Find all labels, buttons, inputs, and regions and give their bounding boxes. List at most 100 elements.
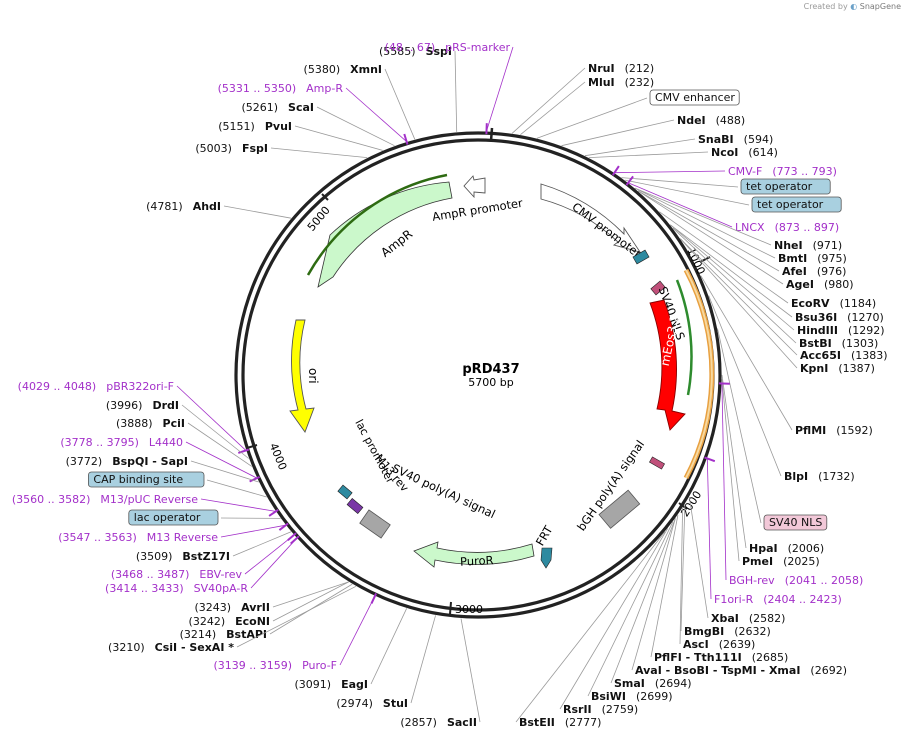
feature-box-label: tet operator (757, 198, 824, 211)
left-label-avrii-20[interactable]: (3243)AvrII (195, 581, 349, 614)
right-label-bsiwi-33[interactable]: BsiWI(2699) (587, 521, 674, 703)
site-label: (3091)EagI (295, 678, 368, 691)
right-label-pflmi-20[interactable]: PflMI(1592) (700, 275, 873, 437)
right-label-hpai-23[interactable]: HpaI(2006) (721, 374, 824, 555)
right-label-rsrii-34[interactable]: RsrII(2759) (559, 528, 668, 716)
left-label-bstapi-22[interactable]: (3214)BstAPI (180, 583, 353, 641)
feature-bgh-marker[interactable] (649, 456, 665, 470)
feature-lac-operator-marker[interactable] (337, 484, 353, 500)
leader-line (236, 585, 357, 648)
left-label-ebv-rev-18[interactable]: (3468 .. 3487)EBV-rev (111, 532, 297, 581)
left-label-eagi-25[interactable]: (3091)EagI (295, 608, 408, 691)
left-label-scai-4[interactable]: (5261)ScaI (241, 101, 395, 147)
left-label-prs-marker-1[interactable]: (48 .. 67)pRS-marker (385, 41, 514, 135)
right-label-bmti-11[interactable]: BmtI(975) (634, 187, 847, 265)
right-label-kpni-19[interactable]: KpnI(1387) (680, 238, 875, 375)
leader-line (721, 379, 740, 562)
right-label-f1ori-r-26[interactable]: F1ori-R(2404 .. 2423) (704, 456, 842, 606)
right-label-bmgbi-28[interactable]: BmgBI(2632) (680, 504, 771, 638)
site-label: (4781)AhdI (146, 200, 221, 213)
feature-frt-arrow[interactable] (540, 547, 553, 569)
leader-line (223, 205, 292, 219)
feature-ori-arrow[interactable] (289, 319, 315, 433)
left-label-amp-r-3[interactable]: (5331 .. 5350)Amp-R (218, 82, 409, 145)
feature-sv40-nls-box[interactable] (650, 280, 666, 296)
feature-ampr-inner-line (306, 173, 448, 276)
feature-cmv-promoter-label: CMV promoter (569, 200, 644, 261)
left-label-sv40pa-r-19[interactable]: (3414 .. 3433)SV40pA-R (105, 535, 300, 595)
leader-line (520, 81, 586, 136)
right-label-tet-operator-7[interactable]: tet operator (621, 177, 831, 195)
leader-line (486, 46, 514, 132)
snapgene-logo-icon: ◐ (850, 2, 858, 11)
right-label-smai-32[interactable]: SmaI(2694) (610, 518, 691, 690)
right-label-nhei-10[interactable]: NheI(971) (634, 187, 842, 252)
left-label-bstz17i-17[interactable]: (3509)BstZ17I (136, 531, 292, 563)
right-label-snabi-4[interactable]: SnaBI(594) (584, 133, 773, 157)
left-label-puro-f-24[interactable]: (3139 .. 3159)Puro-F (214, 592, 378, 672)
leader-line (220, 524, 286, 538)
feature-tet-operator-box[interactable] (632, 249, 650, 265)
right-label-bsteii-35[interactable]: BstEII(2777) (515, 531, 666, 729)
right-label-avai-bsobi-tspmi-xmai-31[interactable]: AvaI - BsoBI - TspMI - XmaI(2692) (631, 518, 847, 677)
left-label-sacii-27[interactable]: (2857)SacII (400, 618, 481, 729)
leader-line (559, 528, 668, 710)
right-label-sv40-nls-22[interactable]: SV40 NLS (717, 328, 828, 531)
left-label-pvui-5[interactable]: (5151)PvuI (218, 120, 383, 151)
site-label: (3414 .. 3433)SV40pA-R (105, 582, 248, 595)
left-label-csii-sexai-23[interactable]: (3210)CsiI - SexAI * (108, 585, 357, 654)
left-label-fspi-6[interactable]: (5003)FspI (195, 142, 368, 158)
left-label-pcii-10[interactable]: (3888)PciI (116, 417, 253, 467)
right-label-tet-operator-8[interactable]: tet operator (624, 179, 842, 213)
right-label-asci-29[interactable]: AscI(2639) (679, 507, 755, 651)
right-label-cmv-enhancer-2[interactable]: CMV enhancer (536, 89, 740, 139)
left-label-ahdi-7[interactable]: (4781)AhdI (146, 200, 292, 219)
right-label-hindiii-16[interactable]: HindIII(1292) (670, 224, 885, 337)
left-label-cap-binding-site-13[interactable]: CAP binding site (88, 471, 267, 498)
right-label-pmei-24[interactable]: PmeI(2025) (721, 379, 820, 568)
feature-meos-arrow[interactable] (649, 299, 686, 431)
left-label-xmni-2[interactable]: (5380)XmnI (304, 63, 416, 140)
site-label: NcoI(614) (711, 146, 778, 159)
feature-sv40pa-box[interactable] (359, 509, 391, 539)
tick-label-3000: 3000 (455, 603, 483, 616)
right-label-bsu36i-15[interactable]: Bsu36I(1270) (670, 224, 884, 324)
right-label-cmv-f-6[interactable]: CMV-F(773 .. 793) (611, 165, 837, 178)
right-label-acc65i-18[interactable]: Acc65I(1383) (680, 238, 888, 362)
left-label-econi-21[interactable]: (3242)EcoNI (189, 581, 349, 628)
primer-mark (237, 448, 250, 454)
left-label-lac-operator-15[interactable]: lac operator (128, 509, 281, 526)
left-label-m13-reverse-16[interactable]: (3547 .. 3563)M13 Reverse (58, 522, 289, 544)
feature-puror-arrow[interactable] (413, 541, 535, 568)
left-label-bspqi-sapi-12[interactable]: (3772)BspQI - SapI (66, 455, 259, 483)
right-label-agei-13[interactable]: AgeI(980) (637, 190, 854, 291)
left-label-stui-26[interactable]: (2974)StuI (336, 615, 436, 710)
right-label-xbai-27[interactable]: XbaI(2582) (688, 496, 785, 625)
right-label-mlui-1[interactable]: MluI(232) (520, 76, 654, 136)
leader-line (721, 383, 727, 581)
right-label-ncoi-5[interactable]: NcoI(614) (588, 146, 778, 159)
feature-ampr-arrow[interactable] (317, 181, 453, 288)
right-label-bstbi-17[interactable]: BstBI(1303) (672, 227, 878, 350)
feature-bgh-box[interactable] (598, 489, 641, 529)
left-label-pbr322ori-f-8[interactable]: (4029 .. 4048)pBR322ori-F (18, 380, 250, 454)
right-label-lncx-9[interactable]: LNCX(873 .. 897) (625, 175, 839, 234)
right-label-ndei-3[interactable]: NdeI(488) (561, 114, 746, 147)
feature-ampr-promoter-arrow[interactable] (463, 175, 486, 199)
right-label-bgh-rev-25[interactable]: BGH-rev(2041 .. 2058) (718, 382, 863, 587)
right-label-ecorv-14[interactable]: EcoRV(1184) (659, 211, 876, 310)
site-label: BstBI(1303) (799, 337, 878, 350)
right-label-afei-12[interactable]: AfeI(976) (637, 190, 846, 278)
left-label-drdi-9[interactable]: (3996)DrdI (106, 399, 249, 459)
right-label-pflfi-tth111i-30[interactable]: PflFI - Tth111I(2685) (650, 514, 788, 664)
leader-line (294, 125, 383, 151)
left-label-m13-puc-reverse-14[interactable]: (3560 .. 3582)M13/pUC Reverse (12, 493, 279, 517)
feature-cmv-promoter-arrow[interactable] (540, 183, 642, 253)
site-label: NdeI(488) (677, 114, 745, 127)
right-label-nrui-0[interactable]: NruI(212) (511, 62, 654, 134)
left-label-l4440-11[interactable]: (3778 .. 3795)L4440 (60, 436, 261, 483)
right-label-blpi-21[interactable]: BlpI(1732) (708, 295, 855, 483)
feature-m13rev-marker[interactable] (346, 498, 364, 514)
left-label-sspi-0[interactable]: (5585)SspI (379, 45, 458, 132)
feature-box-label: tet operator (746, 180, 813, 193)
